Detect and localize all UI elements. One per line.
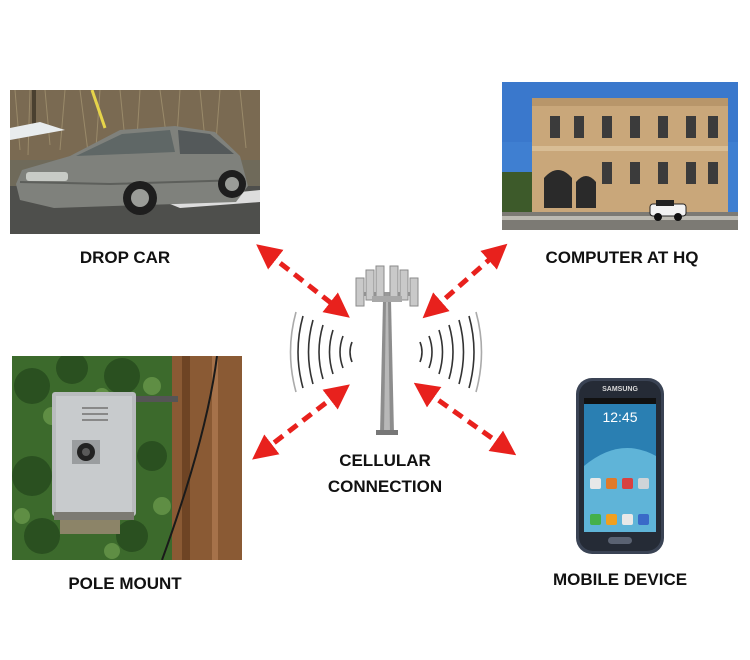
pole-mount-photo	[12, 356, 242, 560]
cell-tower-icon	[289, 265, 483, 435]
label-pole-mount: POLE MOUNT	[68, 574, 182, 593]
phone-brand: SAMSUNG	[602, 386, 638, 393]
phone-time: 12:45	[602, 409, 637, 425]
label-mobile-device: MOBILE DEVICE	[552, 570, 688, 589]
label-drop-car: DROP CAR	[79, 248, 171, 267]
label-cellular-line2: CONNECTION	[327, 477, 443, 496]
label-computer-hq: COMPUTER AT HQ	[545, 248, 699, 267]
car-photo	[10, 90, 260, 234]
arrow-drop-car	[256, 244, 350, 318]
arrow-mobile-device	[413, 382, 517, 456]
label-cellular-line1: CELLULAR	[339, 451, 431, 470]
building-photo	[502, 82, 738, 230]
smartphone-photo: SAMSUNG 12:45	[574, 376, 666, 556]
arrow-computer-hq	[422, 243, 508, 319]
arrow-pole-mount	[252, 384, 350, 460]
